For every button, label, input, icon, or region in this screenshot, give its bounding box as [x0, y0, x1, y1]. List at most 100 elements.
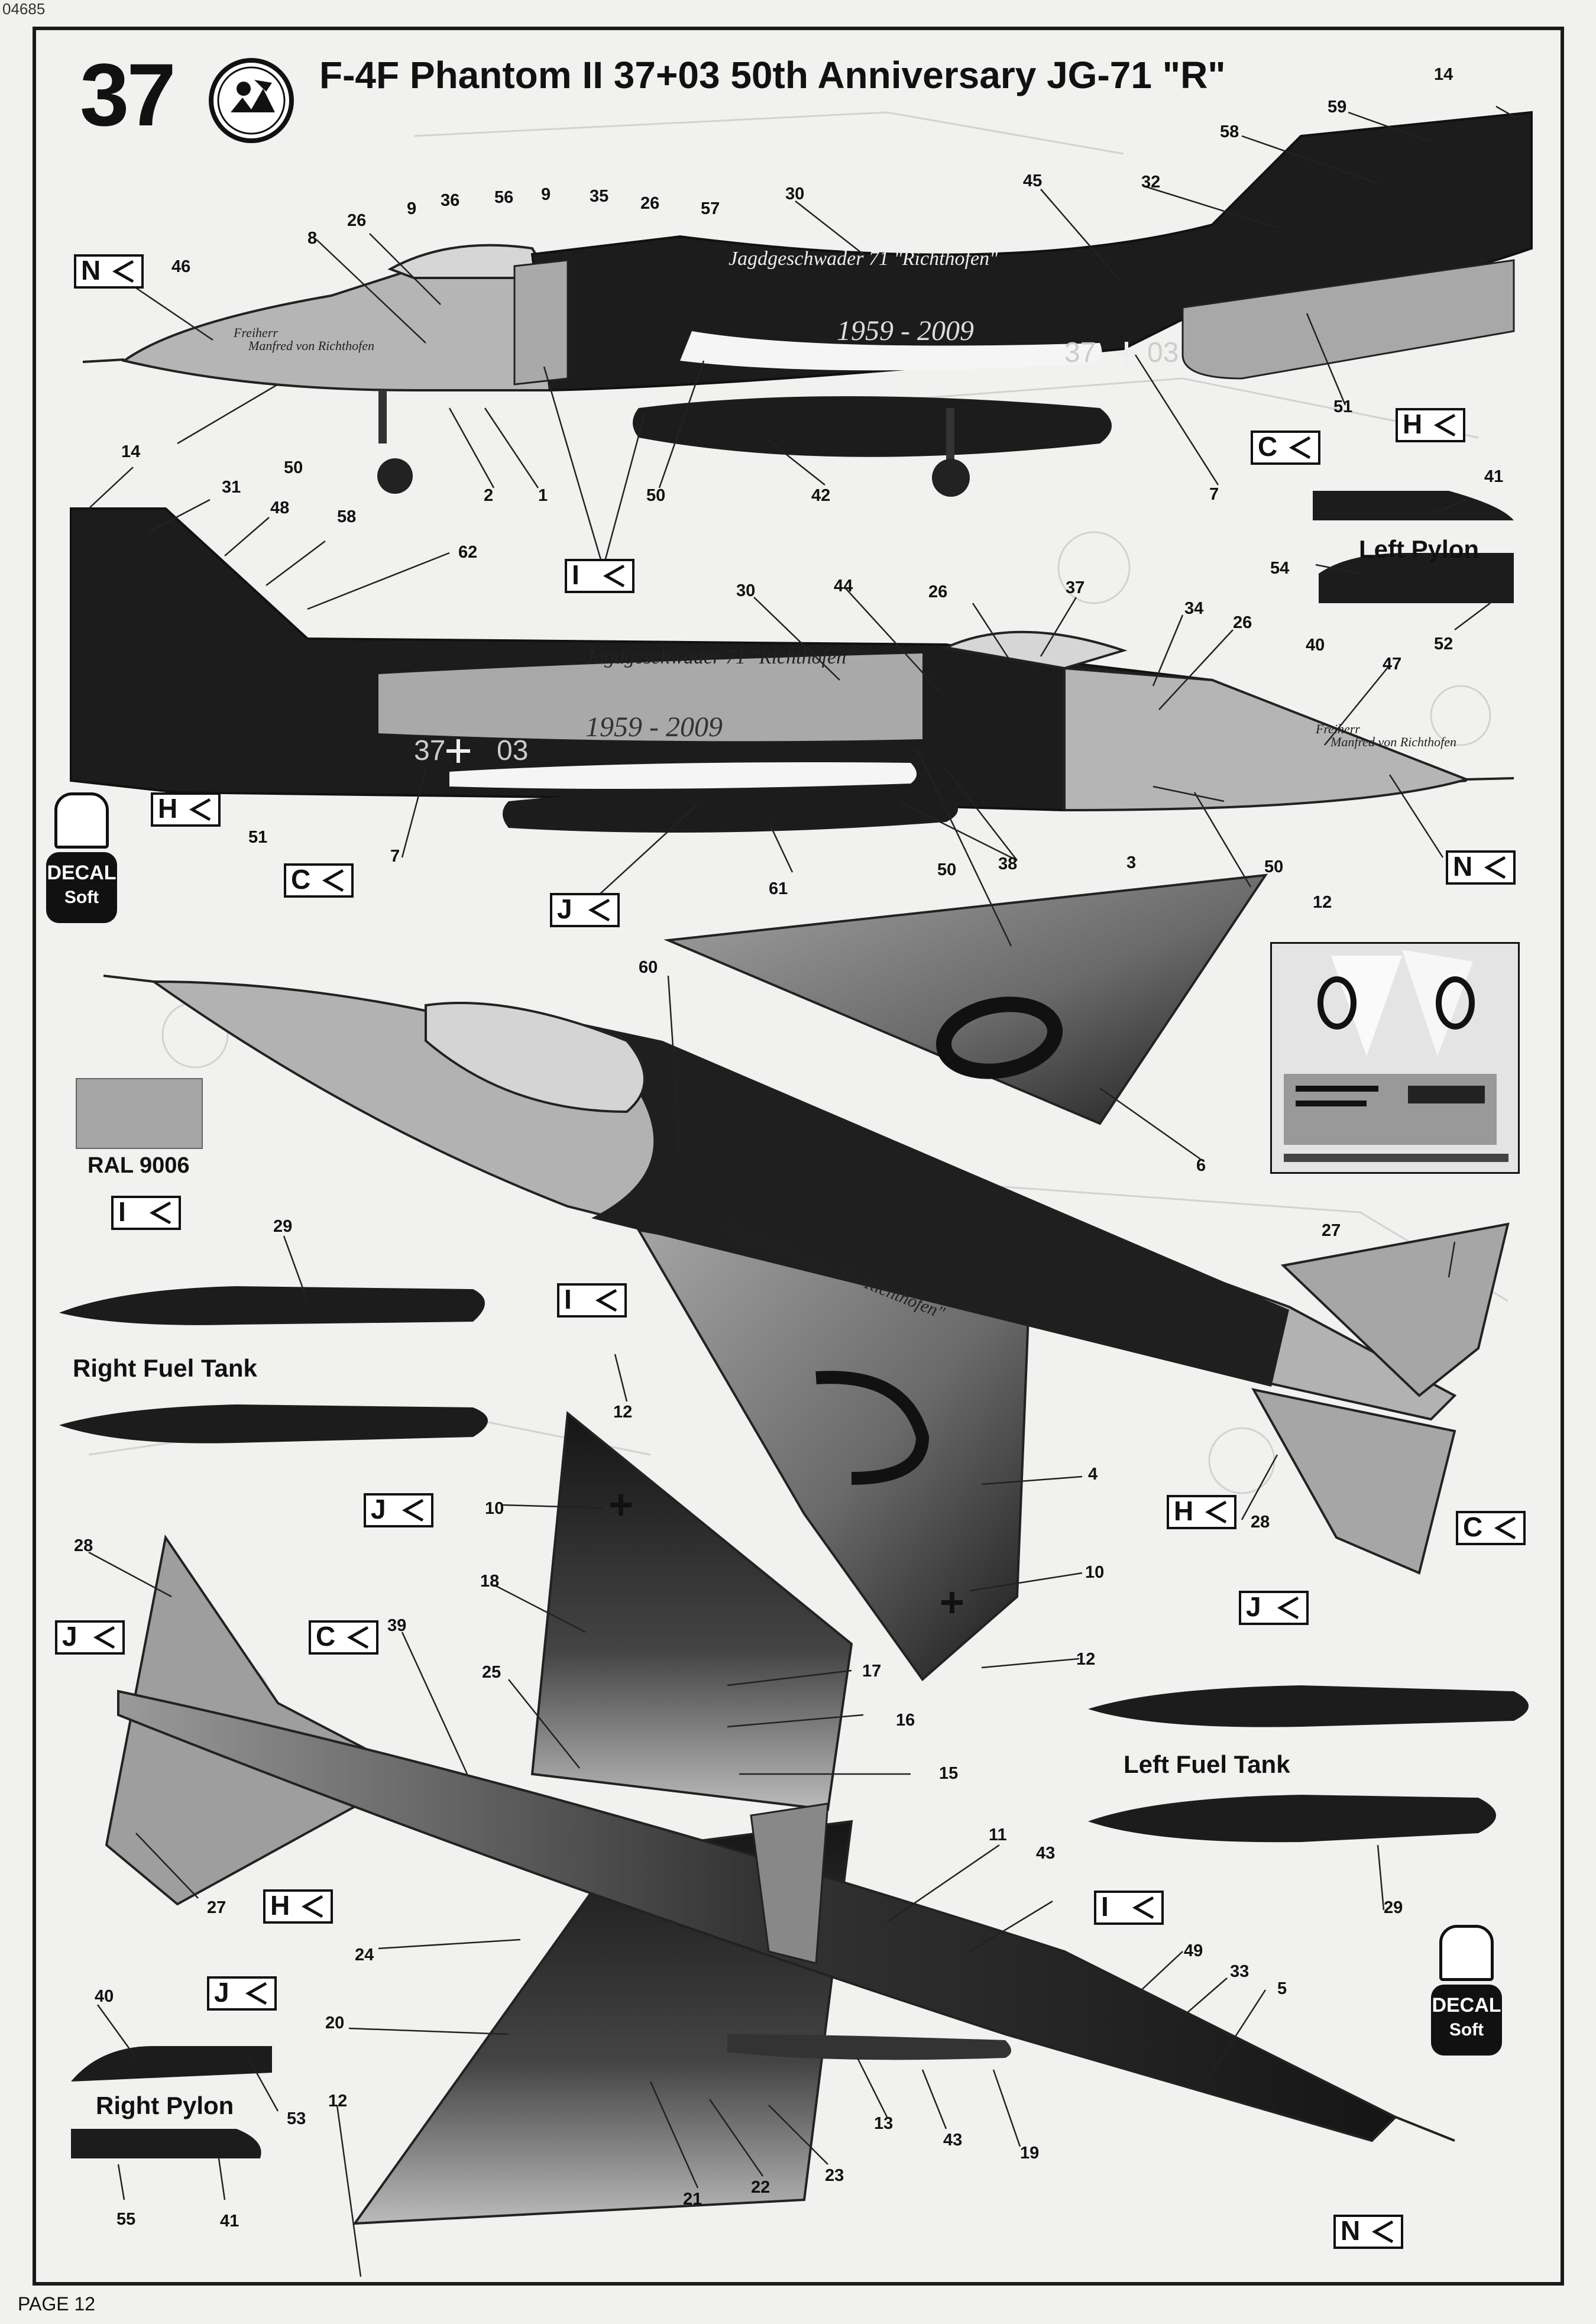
callout: 44	[834, 577, 853, 595]
callout: 46	[171, 257, 191, 276]
callout: 39	[387, 1616, 407, 1635]
nose-text-2: Manfred von Richthofen	[248, 338, 374, 353]
left-fuel-tank-label: Left Fuel Tank	[1124, 1750, 1290, 1778]
callout: 12	[1313, 893, 1332, 912]
callout: 18	[480, 1572, 500, 1591]
page-number: 37	[80, 45, 176, 144]
right-fuel-tank-bottom	[59, 1404, 488, 1443]
callout: 40	[95, 1987, 114, 2006]
callout: 12	[328, 2092, 348, 2111]
callout: 5	[1277, 1979, 1287, 1998]
badge-j: J	[364, 1493, 433, 1527]
callout: 26	[928, 582, 948, 601]
callout: 50	[284, 458, 303, 477]
callout: 45	[1023, 171, 1043, 190]
serial-right-marking-2: 03	[497, 735, 528, 766]
badge-h: H	[1396, 408, 1465, 442]
callout: 6	[1196, 1156, 1206, 1175]
bottom-view	[105, 1411, 1455, 2225]
serial-left-marking-1: 37	[1064, 337, 1096, 368]
callout: 2	[484, 486, 494, 505]
callout: 26	[640, 194, 660, 213]
left-pylon-top	[1313, 491, 1514, 520]
nose-text-1: Freiherr	[233, 325, 278, 340]
callout: 28	[1251, 1513, 1270, 1532]
callout: 58	[1220, 122, 1239, 141]
callout: 59	[1328, 98, 1347, 116]
callout: 23	[825, 2166, 844, 2185]
callout: 21	[683, 2190, 703, 2209]
page-title: F-4F Phantom II 37+03 50th Anniversary J…	[319, 54, 1226, 96]
callout: 62	[458, 543, 478, 562]
right-fuel-tank-top	[59, 1286, 485, 1325]
badge-i: I	[565, 559, 634, 593]
callout: 4	[1088, 1465, 1098, 1484]
badge-i: I	[1094, 1891, 1164, 1925]
callout: 19	[1020, 2144, 1040, 2163]
badge-h: H	[1167, 1495, 1236, 1529]
callout: 27	[207, 1898, 226, 1917]
callout: 12	[613, 1403, 633, 1422]
callout: 31	[222, 478, 241, 497]
callout: 28	[74, 1536, 93, 1555]
callout: 50	[1264, 857, 1284, 876]
nose-text-2b: Manfred von Richthofen	[1330, 734, 1456, 749]
squadron-name-marking-1: Jagdgeschwader 71 "Richthofen"	[729, 248, 998, 270]
callout: 41	[1484, 467, 1504, 486]
callout: 22	[751, 2178, 771, 2197]
color-swatch-ral9006	[76, 1078, 203, 1149]
badge-i: I	[111, 1196, 181, 1230]
badge-c: C	[1456, 1511, 1526, 1545]
badge-j: J	[550, 893, 620, 927]
callout: 50	[646, 486, 666, 505]
callout: 29	[273, 1217, 293, 1236]
years-marking-2: 1959 - 2009	[585, 711, 723, 743]
callout: 49	[1184, 1941, 1203, 1960]
badge-i: I	[557, 1283, 627, 1318]
left-fuel-tank-top	[1088, 1685, 1529, 1727]
left-pylon-label: Left Pylon	[1359, 535, 1480, 563]
right-fuel-tank-label: Right Fuel Tank	[73, 1354, 257, 1382]
callout: 14	[1434, 65, 1453, 84]
callout: 10	[485, 1499, 504, 1518]
page-code: 04685	[2, 0, 46, 18]
callout: 29	[1384, 1898, 1403, 1917]
badge-c: C	[309, 1620, 378, 1655]
callout: 54	[1270, 559, 1290, 578]
decal-sheet-thumbnail	[1270, 942, 1520, 1174]
callout: 15	[939, 1764, 959, 1783]
callout: 1	[538, 486, 548, 505]
badge-n: N	[74, 254, 144, 289]
callout: 52	[1434, 635, 1453, 653]
callout: 9	[541, 185, 551, 204]
badge-j: J	[1239, 1591, 1309, 1625]
color-swatch-label: RAL 9006	[88, 1153, 190, 1178]
callout: 33	[1230, 1962, 1249, 1981]
callout: 27	[1322, 1221, 1341, 1240]
callout: 30	[785, 185, 805, 203]
callout: 56	[494, 188, 514, 207]
callout: 30	[736, 581, 756, 600]
callout: 24	[355, 1946, 374, 1964]
callout: 35	[590, 187, 609, 206]
badge-n: N	[1333, 2215, 1403, 2249]
callout: 61	[769, 879, 788, 898]
callout: 7	[1209, 485, 1219, 504]
callout: 38	[998, 854, 1018, 873]
right-pylon-bottom	[71, 2129, 261, 2158]
callout: 55	[116, 2210, 136, 2229]
callout: 3	[1126, 853, 1137, 872]
callout: 26	[347, 211, 367, 230]
callout: 13	[874, 2114, 893, 2133]
callout: 43	[1036, 1844, 1056, 1863]
callout: 50	[937, 860, 957, 879]
callout: 14	[121, 442, 141, 461]
badge-c: C	[284, 863, 354, 898]
callout: 11	[989, 1825, 1007, 1844]
callout: 42	[811, 486, 831, 505]
badge-n: N	[1446, 850, 1516, 885]
callout: 16	[896, 1711, 915, 1730]
serial-left-marking-2: 37	[414, 735, 445, 766]
callout: 10	[1085, 1563, 1105, 1582]
